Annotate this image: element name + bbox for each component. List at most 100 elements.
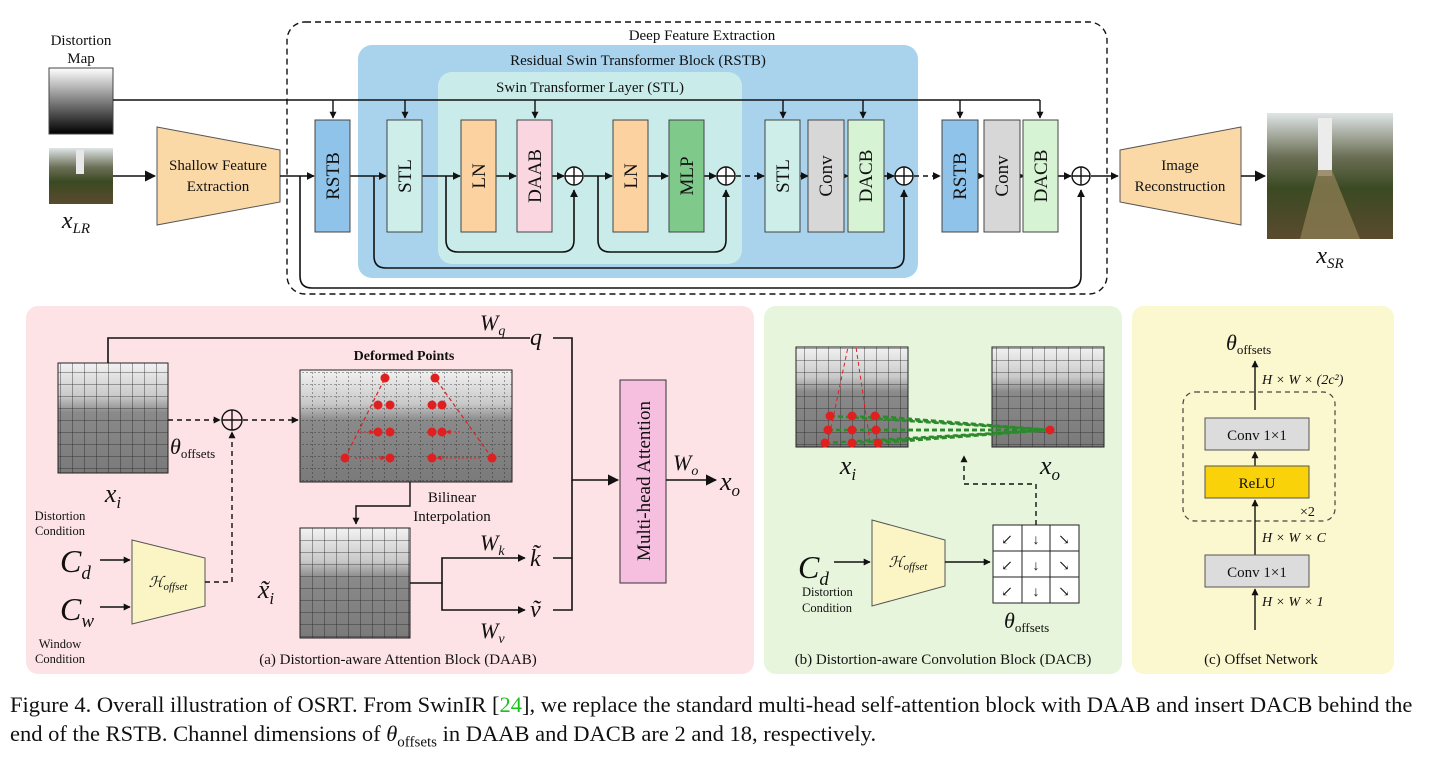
panel-b-xi-label: xi [839, 451, 857, 484]
shallow-feature-label-1: Shallow Feature [169, 158, 267, 174]
panel-a-dist-cond-2: Condition [35, 524, 86, 538]
block-rstb-2: RSTB [941, 119, 979, 233]
residual-stl-1 [445, 176, 578, 253]
panel-c-conv-bottom-label: Conv 1×1 [1227, 565, 1287, 581]
block-dacb-2-label: DACB [1031, 150, 1052, 203]
block-stl-2-label: STL [773, 159, 794, 193]
panel-a-deformed-points [340, 373, 497, 463]
caption-theta: θ [386, 721, 398, 746]
residual-stl-2 [597, 176, 730, 253]
plus-circle-4 [1071, 166, 1091, 186]
block-ln-1: LN [460, 119, 497, 233]
caption-part-1: Figure 4. Overall illustration of OSRT. … [10, 692, 500, 717]
panel-b-offset-grid [992, 524, 1080, 604]
panel-c-repeat-box [1182, 391, 1336, 522]
block-dacb-2: DACB [1022, 119, 1059, 233]
x-sr-label: xSR [1315, 243, 1343, 272]
panel-b-hoffset [871, 519, 946, 607]
x-lr-label: xLR [61, 208, 90, 237]
panel-b-theta: θoffsets [1004, 608, 1049, 635]
offset-arrow-2: ↘ [1058, 533, 1070, 548]
panel-c-caption: (c) Offset Network [1204, 652, 1318, 668]
caption-part-2: ], we replace the standard multi-head se… [10, 692, 1413, 746]
panel-a-wk: Wk [480, 530, 505, 559]
distortion-map-label-1: Distortion [51, 33, 112, 49]
panel-a-deformed-image [299, 369, 513, 483]
panel-a-q: q [530, 325, 542, 351]
panel-a-theta: θoffsets [170, 434, 215, 461]
panel-b-offsets-to-xi [960, 455, 1037, 525]
residual-rstb [373, 176, 908, 269]
panel-a-mha-label: Multi-head Attention [634, 401, 655, 561]
block-ln-1-label: LN [469, 163, 490, 189]
panel-c-mid-dim: H × W × C [1261, 531, 1327, 546]
panel-a-hoffset [131, 539, 206, 625]
panel-a-xi-label: xi [104, 479, 122, 512]
panel-a-cd: Cd [60, 543, 91, 584]
stl-title: Swin Transformer Layer (STL) [496, 80, 684, 96]
panel-a-q-path [107, 337, 530, 363]
panel-a-dist-cond-1: Distortion [35, 509, 86, 523]
panel-a-wq: Wq [480, 310, 505, 339]
panel-c-conv-top: Conv 1×1 [1204, 417, 1310, 451]
panel-a-xtilde-label: x̃i [257, 575, 275, 608]
panel-a-mha: Multi-head Attention [619, 379, 667, 584]
reconstruction-label-2: Reconstruction [1135, 179, 1226, 195]
panel-a-deformed-label: Deformed Points [354, 349, 455, 364]
distortion-map-label-2: Map [67, 51, 95, 67]
sr-image-figure [1318, 118, 1332, 176]
stl-region [438, 72, 742, 264]
sr-image-path [1300, 170, 1360, 239]
reconstruction-block [1119, 126, 1242, 226]
block-mlp-label: MLP [677, 156, 698, 195]
panel-b-dist-cond-1: Distortion [802, 585, 853, 599]
panel-a-win-cond-1: Window [39, 637, 82, 651]
panel-c-relu-label: ReLU [1239, 476, 1276, 492]
plus-circle-3 [894, 166, 914, 186]
panel-b-dist-cond-2: Condition [802, 601, 853, 615]
panel-c-conv-bottom: Conv 1×1 [1204, 554, 1310, 588]
block-dacb-1: DACB [847, 119, 885, 233]
panel-a-k-path [410, 554, 526, 584]
panel-a-cw: Cw [60, 591, 94, 632]
panel-c-relu: ReLU [1204, 465, 1310, 499]
offset-arrow-3: ↙ [1001, 559, 1013, 574]
plus-circle-2 [716, 166, 736, 186]
panel-a-xo: xo [719, 467, 740, 500]
shallow-feature-block [156, 126, 281, 226]
block-ln-2: LN [612, 119, 649, 233]
panel-a-plus [221, 409, 243, 431]
block-conv-2: Conv [983, 119, 1021, 233]
panel-a-wv: Wv [480, 618, 505, 647]
panel-b-caption: (b) Distortion-aware Convolution Block (… [795, 652, 1092, 668]
panel-c-conv-top-label: Conv 1×1 [1227, 428, 1287, 444]
lr-image-figure [76, 150, 84, 174]
offset-arrow-6: ↙ [1001, 585, 1013, 600]
block-stl-1: STL [386, 119, 423, 233]
panel-a-bilinear-arrow [352, 482, 411, 525]
block-dacb-1-label: DACB [856, 150, 877, 203]
caption-part-3: in DAAB and DACB are 2 and 18, respectiv… [437, 721, 877, 746]
panel-a-xi-image [57, 362, 169, 474]
panel-c-in-dim: H × W × 1 [1261, 595, 1324, 610]
plus-circle-1 [564, 166, 584, 186]
panel-a-bilinear-1: Bilinear [428, 490, 476, 506]
figure-caption: Figure 4. Overall illustration of OSRT. … [10, 690, 1420, 758]
block-daab: DAAB [516, 119, 553, 233]
panel-a-bilinear-2: Interpolation [413, 509, 491, 525]
caption-ref-link[interactable]: 24 [499, 692, 522, 717]
panel-b-cd: Cd [798, 549, 829, 590]
block-rstb-1-label: RSTB [323, 152, 344, 200]
caption-theta-sub: offsets [397, 734, 438, 751]
block-rstb-2-label: RSTB [950, 152, 971, 200]
block-ln-2-label: LN [621, 163, 642, 189]
rstb-title: Residual Swin Transformer Block (RSTB) [510, 53, 766, 69]
distortion-map-image [48, 67, 114, 135]
panel-a-caption: (a) Distortion-aware Attention Block (DA… [259, 652, 536, 668]
shallow-feature-label-2: Extraction [187, 179, 250, 195]
reconstruction-label-1: Image [1161, 158, 1199, 174]
residual-deep [299, 176, 1085, 289]
panel-a-xtilde-image [299, 527, 411, 639]
panel-a-hoffset-label: ℋoffset [149, 575, 189, 593]
